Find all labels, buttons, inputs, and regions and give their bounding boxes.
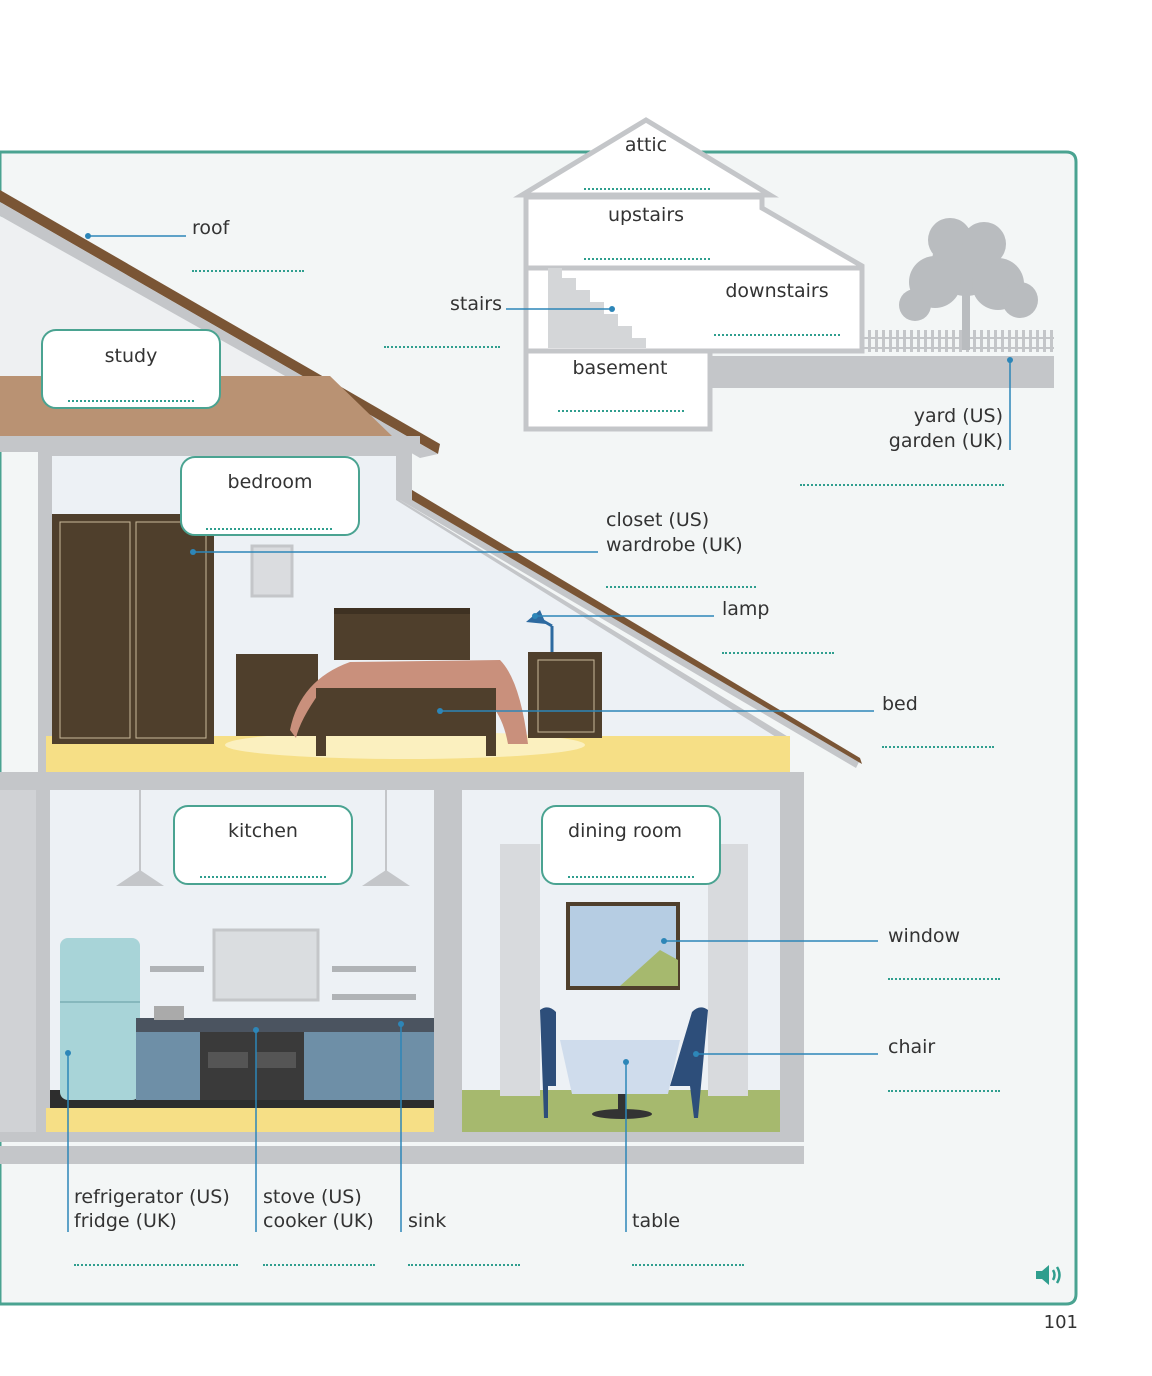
refrigerator-us-label: refrigerator (US)	[74, 1185, 230, 1210]
bedroom-answer-line[interactable]	[206, 522, 332, 530]
study-answer-line[interactable]	[68, 394, 194, 402]
sink-answer-line[interactable]	[408, 1258, 520, 1266]
upstairs-answer-line[interactable]	[584, 252, 710, 260]
window-label: window	[888, 924, 960, 949]
window-answer-line[interactable]	[888, 972, 1000, 980]
roof-answer-line[interactable]	[192, 264, 304, 272]
downstairs-answer-line[interactable]	[714, 328, 840, 336]
basement-answer-line[interactable]	[558, 404, 684, 412]
downstairs-label: downstairs	[716, 280, 838, 302]
kitchen-label: kitchen	[174, 820, 352, 842]
audio-speaker-icon[interactable]	[1034, 1262, 1064, 1288]
yard-us-label: yard (US)	[860, 404, 1003, 429]
garden-uk-label: garden (UK)	[860, 429, 1003, 454]
chair-answer-line[interactable]	[888, 1084, 1000, 1092]
bed-label: bed	[882, 692, 918, 717]
stairs-answer-line[interactable]	[384, 340, 500, 348]
wardrobe-uk-label: wardrobe (UK)	[606, 533, 743, 558]
dining-room-answer-line[interactable]	[568, 870, 694, 878]
page-number: 101	[1028, 1312, 1078, 1333]
bedroom-label: bedroom	[181, 471, 359, 493]
lamp-label: lamp	[722, 597, 770, 622]
kitchen-answer-line[interactable]	[200, 870, 326, 878]
table-label: table	[632, 1209, 680, 1234]
table-answer-line[interactable]	[632, 1258, 744, 1266]
closet-answer-line[interactable]	[606, 580, 756, 588]
bed-answer-line[interactable]	[882, 740, 994, 748]
study-label: study	[42, 345, 220, 367]
fridge-uk-label: fridge (UK)	[74, 1209, 177, 1234]
stove-answer-line[interactable]	[263, 1258, 375, 1266]
chair-label: chair	[888, 1035, 935, 1060]
yard-answer-line[interactable]	[800, 478, 1004, 486]
cooker-uk-label: cooker (UK)	[263, 1209, 374, 1234]
sink-label: sink	[408, 1209, 446, 1234]
attic-answer-line[interactable]	[584, 182, 710, 190]
attic-label: attic	[596, 134, 696, 156]
roof-label: roof	[192, 216, 229, 241]
lamp-answer-line[interactable]	[722, 646, 834, 654]
upstairs-label: upstairs	[586, 204, 706, 226]
stairs-label: stairs	[450, 292, 502, 317]
stove-us-label: stove (US)	[263, 1185, 362, 1210]
refrigerator-answer-line[interactable]	[74, 1258, 238, 1266]
dining-room-label: dining room	[542, 820, 708, 842]
basement-label: basement	[560, 357, 680, 379]
closet-us-label: closet (US)	[606, 508, 709, 533]
